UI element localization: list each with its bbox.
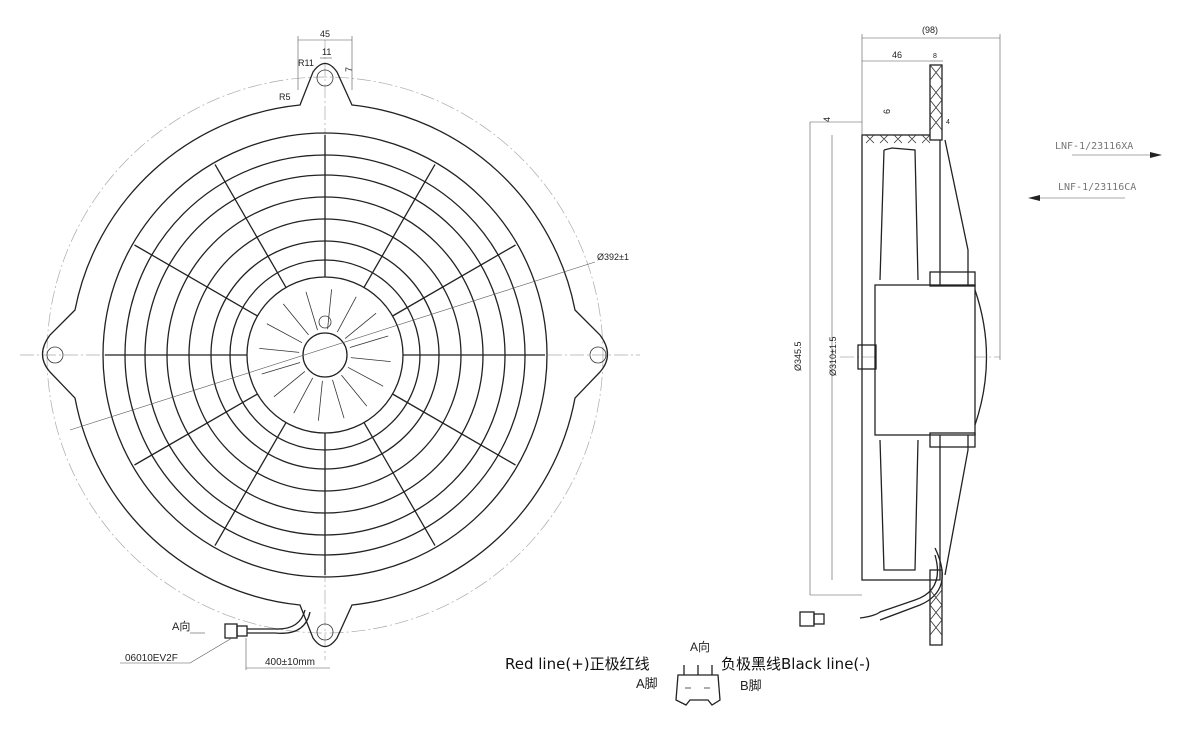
bolt-circle <box>46 76 604 634</box>
shaft-nut <box>857 344 877 370</box>
hub-rib <box>259 348 300 353</box>
pin-a-label: A脚 <box>636 676 658 691</box>
hub-rib <box>332 379 345 419</box>
hatch <box>929 64 943 636</box>
dim-4-right: 4 <box>946 119 950 126</box>
side-view: (98) 46 8 6 4 4 Ø345.5 Ø310±1.5 LNF-1/23… <box>793 25 1162 646</box>
mount-hole-right <box>589 346 607 364</box>
dim-45: 45 <box>320 29 330 39</box>
dim-r11: R11 <box>298 58 314 68</box>
hub-rib <box>273 371 306 398</box>
diameter-leader <box>69 261 596 431</box>
guard-spoke <box>392 393 516 466</box>
dim-7: 7 <box>344 67 354 72</box>
dim-11: 11 <box>322 47 331 57</box>
black-line-label: 负极黑线Black line(-) <box>721 655 871 673</box>
hub-screw <box>318 315 332 329</box>
connector-detail: A向 Red line(+)正极红线 负极黑线Black line(-) A脚 … <box>505 639 871 706</box>
dim-8: 8 <box>933 53 937 60</box>
hub-rib <box>336 296 357 333</box>
guard-spoke <box>363 422 436 546</box>
guard-spoke <box>214 164 287 288</box>
dim-outer-diameter: Ø345.5 <box>793 341 803 371</box>
guard-spoke <box>134 244 258 317</box>
hub-rib <box>350 357 391 362</box>
mounting-flange <box>41 62 609 648</box>
front-view: 45 11 R11 7 R5 Ø392±1 A向 06010EV2F 400±1… <box>20 29 640 670</box>
hub-rib <box>293 377 314 414</box>
connector-front <box>224 623 238 639</box>
model-pusher: LNF-1/23116XA <box>1055 141 1133 152</box>
connector-part-number: 06010EV2F <box>125 653 178 664</box>
dim-98: (98) <box>922 25 938 35</box>
hub-rib <box>327 289 332 330</box>
hub-rib <box>341 374 368 407</box>
hub-rib <box>266 323 303 344</box>
hub-rib <box>318 380 323 421</box>
hub-rib <box>282 303 309 336</box>
guard-grille <box>105 135 545 575</box>
pin-b-label: B脚 <box>740 678 762 693</box>
connector-face <box>675 674 721 706</box>
blade-side <box>879 147 919 571</box>
dim-diameter: Ø392±1 <box>597 252 629 262</box>
part-leader <box>120 637 233 664</box>
dim-4-left: 4 <box>822 117 832 122</box>
hub-ribs <box>259 289 391 421</box>
detail-view-label: A向 <box>690 639 710 654</box>
hub-rib <box>261 362 301 375</box>
guard-spoke <box>214 422 287 546</box>
mount-hole-left <box>46 346 64 364</box>
motor-side <box>874 284 976 436</box>
flange-top-section <box>929 64 943 141</box>
dim-inner-diameter: Ø310±1.5 <box>828 337 838 376</box>
dim-46: 46 <box>892 50 902 60</box>
hub-rib <box>347 366 384 387</box>
guard-spoke <box>363 164 436 288</box>
lead-wire-side <box>859 547 943 621</box>
model-puller: LNF-1/23116CA <box>1058 182 1136 193</box>
red-line-label: Red line(+)正极红线 <box>505 655 650 673</box>
lead-wire <box>247 609 311 634</box>
shaft-boss <box>302 332 348 378</box>
hub-rib <box>349 335 389 348</box>
hub-rib <box>305 291 318 331</box>
guard-spoke <box>134 393 258 466</box>
hub-rib <box>344 312 377 339</box>
mount-hole-top <box>316 69 334 87</box>
dim-6: 6 <box>882 109 892 114</box>
dim-r5: R5 <box>279 92 291 102</box>
view-a-label: A向 <box>172 619 190 633</box>
shroud-ring <box>102 132 548 578</box>
lead-length: 400±10mm <box>265 657 315 668</box>
guard-spoke <box>392 244 516 317</box>
mount-hole-bottom <box>316 623 334 641</box>
flange-bottom-section <box>929 569 943 646</box>
